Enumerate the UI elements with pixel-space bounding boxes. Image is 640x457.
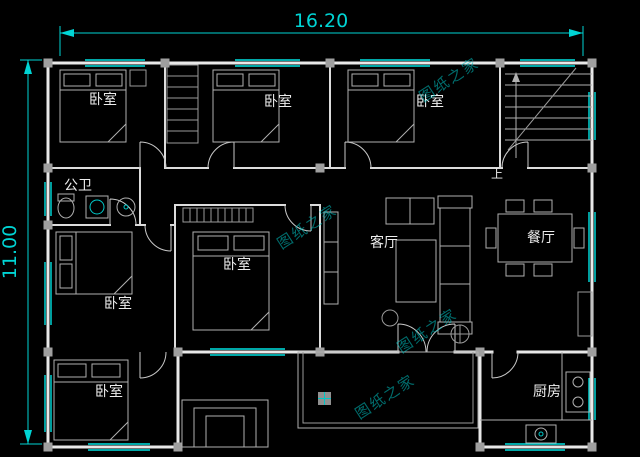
window — [360, 59, 430, 67]
entry-steps — [181, 399, 269, 448]
door-kitchen — [491, 351, 519, 379]
watermark-text: 图纸之家 — [352, 371, 419, 423]
column — [315, 163, 325, 173]
room-label-bedroom-top-right: 卧室 — [416, 93, 444, 110]
column — [587, 347, 597, 357]
column — [160, 58, 170, 68]
stair-break-line — [507, 67, 577, 151]
door-bathroom — [109, 198, 137, 226]
stairs-group: 上 — [491, 67, 592, 181]
window — [85, 59, 145, 67]
window — [588, 92, 596, 140]
room-label-bedroom-bottom-left: 卧室 — [95, 383, 123, 400]
column — [587, 163, 597, 173]
column — [43, 347, 53, 357]
column — [173, 347, 183, 357]
living-room-furniture — [323, 195, 473, 344]
room-label-bathroom: 公卫 — [64, 178, 92, 194]
bed-symbol-top-left — [59, 69, 147, 143]
stair-treads — [505, 73, 592, 141]
wardrobe-symbol-mid — [182, 207, 254, 223]
room-labels: 卧室 卧室 卧室 公卫 卧室 卧室 客厅 餐厅 卧室 厨房 — [64, 91, 561, 400]
column — [325, 58, 335, 68]
door-bedroom-top-right — [344, 141, 372, 169]
window — [210, 348, 285, 356]
left-extension-lines — [20, 59, 42, 445]
column — [43, 220, 53, 230]
column-group — [43, 58, 597, 452]
window — [44, 375, 52, 432]
arrow-right-icon — [569, 29, 583, 37]
stair-arrow-icon — [512, 72, 520, 82]
wardrobe-symbol-top — [166, 64, 199, 144]
interior-walls — [47, 62, 593, 353]
window-group — [44, 59, 596, 451]
bed-symbol-top-right — [347, 69, 415, 143]
arrow-up-icon — [24, 60, 32, 74]
top-extension-lines — [59, 26, 584, 56]
room-label-bedroom-mid-center: 卧室 — [223, 256, 251, 273]
window — [505, 443, 565, 451]
bed-symbol-mid-center — [192, 231, 270, 331]
kitchen-fixtures — [480, 352, 592, 444]
window — [88, 443, 150, 451]
column — [495, 58, 505, 68]
arrow-down-icon — [24, 430, 32, 444]
door-stairs — [501, 141, 529, 169]
door-bedroom-mid-left — [144, 224, 172, 252]
column — [43, 442, 53, 452]
room-label-living-room: 客厅 — [370, 234, 398, 251]
column — [43, 163, 53, 173]
column — [587, 442, 597, 452]
exterior-walls — [46, 61, 594, 449]
door-group — [109, 141, 529, 379]
width-dimension-label: 16.20 — [294, 10, 348, 32]
room-label-dining-room: 餐厅 — [527, 230, 555, 246]
room-label-kitchen: 厨房 — [533, 384, 561, 400]
bed-symbol-top-middle — [212, 69, 280, 143]
height-dimension-label: 11.00 — [0, 225, 21, 279]
column — [587, 58, 597, 68]
column — [173, 442, 183, 452]
room-label-bedroom-top-middle: 卧室 — [264, 93, 292, 110]
door-bedroom-top-middle — [207, 141, 235, 169]
door-bedroom-mid-center — [284, 204, 312, 232]
column — [475, 442, 485, 452]
dimension-group: 16.20 11.00 — [0, 10, 584, 445]
window — [520, 59, 575, 67]
wall-bottom-left-wing — [46, 350, 180, 449]
furniture-group — [53, 64, 593, 448]
window — [588, 212, 596, 282]
window — [588, 378, 596, 420]
door-bedroom-top-left — [139, 141, 167, 169]
bathroom-fixtures — [57, 193, 136, 219]
arrow-left-icon — [60, 29, 74, 37]
room-label-bedroom-top-left: 卧室 — [89, 91, 117, 108]
column — [43, 58, 53, 68]
stairs-up-label: 上 — [491, 167, 503, 181]
window — [44, 182, 52, 216]
column — [475, 347, 485, 357]
door-entry-double — [397, 323, 456, 353]
bed-symbol-mid-left — [55, 231, 133, 295]
watermark-text: 图纸之家 — [274, 201, 341, 253]
dining-room-furniture — [485, 199, 593, 337]
window — [44, 262, 52, 325]
window — [235, 59, 300, 67]
bed-symbol-bottom-left — [53, 359, 129, 441]
porch-group — [181, 351, 479, 448]
wall-kitchen-wing — [478, 350, 594, 449]
room-label-bedroom-mid-left: 卧室 — [104, 295, 132, 312]
door-bedroom-bottom-left — [139, 351, 167, 379]
